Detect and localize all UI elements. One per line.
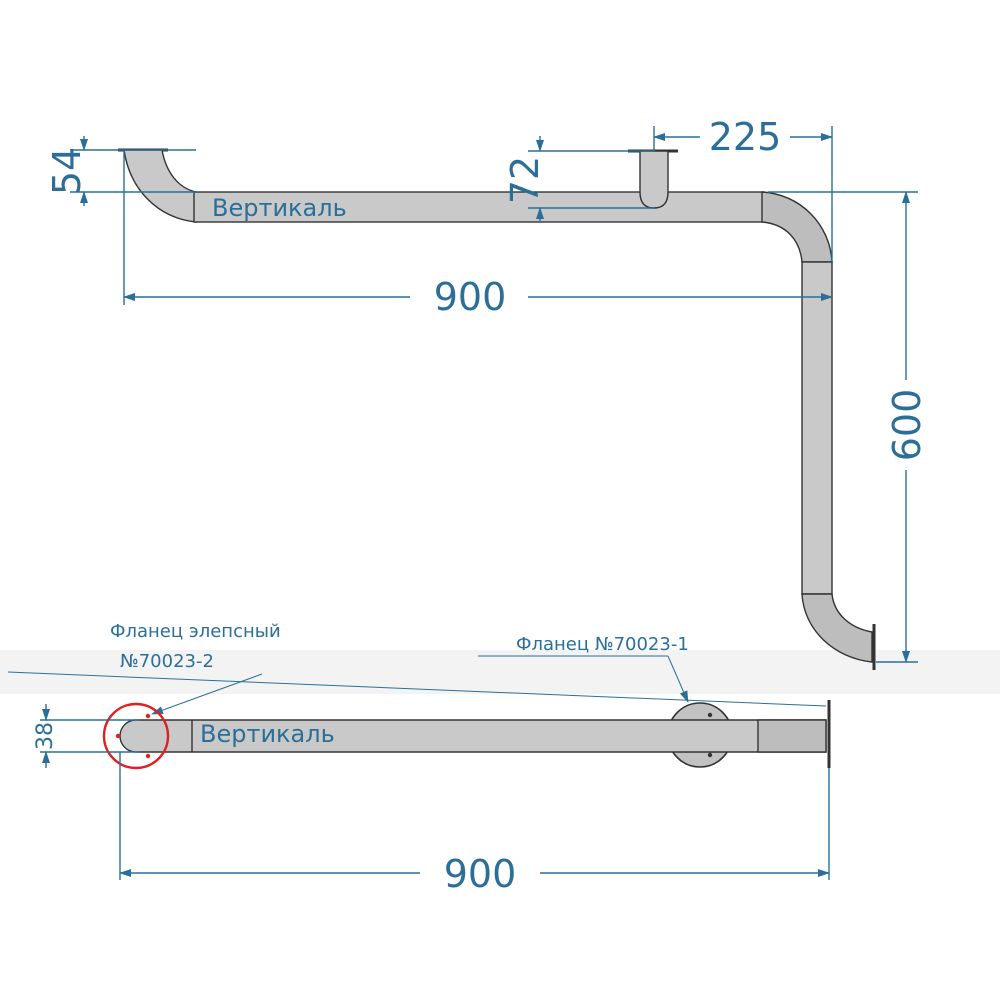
elliptic-flange-hole <box>145 713 151 719</box>
top-horizontal-pipe <box>193 191 765 223</box>
bottom-view: Фланец элепсный №70023-2 Фланец №70023-1… <box>7 621 831 896</box>
top-view: Вертикаль 54 72 225 900 600 <box>45 115 929 670</box>
background-band <box>0 650 1000 694</box>
dim-900-bottom-value: 900 <box>444 852 517 896</box>
round-flange-label: Фланец №70023-1 <box>516 634 689 655</box>
round-flange-hole <box>707 712 713 718</box>
elliptic-flange-outline <box>102 702 170 770</box>
dim-600-value: 600 <box>885 389 929 462</box>
dim-900-top-value: 900 <box>434 275 507 319</box>
leader-line-long <box>7 671 827 707</box>
left-elbow <box>123 149 197 223</box>
leader-round-flange <box>667 655 689 703</box>
dim-38-value: 38 <box>33 722 58 750</box>
dim-54-value: 54 <box>45 147 89 195</box>
right-elbow <box>761 191 833 263</box>
leader-elliptic-flange <box>151 673 263 715</box>
elliptic-flange-label-line1: Фланец элепсный <box>110 621 281 642</box>
dim-225-value: 225 <box>709 115 782 159</box>
stub-pipe <box>639 150 669 209</box>
bottom-elbow <box>801 593 873 663</box>
elliptic-flange-hole <box>115 733 121 739</box>
vertical-pipe <box>801 261 833 595</box>
round-flange-hole <box>707 752 713 758</box>
top-pipe-label: Вертикаль <box>212 194 347 222</box>
pipe-end-segment <box>757 719 827 753</box>
bottom-pipe-label: Вертикаль <box>200 720 335 748</box>
elliptic-flange-label-line2: №70023-2 <box>120 651 214 672</box>
elliptic-flange-hole <box>145 753 151 759</box>
dim-72-value: 72 <box>503 156 547 204</box>
